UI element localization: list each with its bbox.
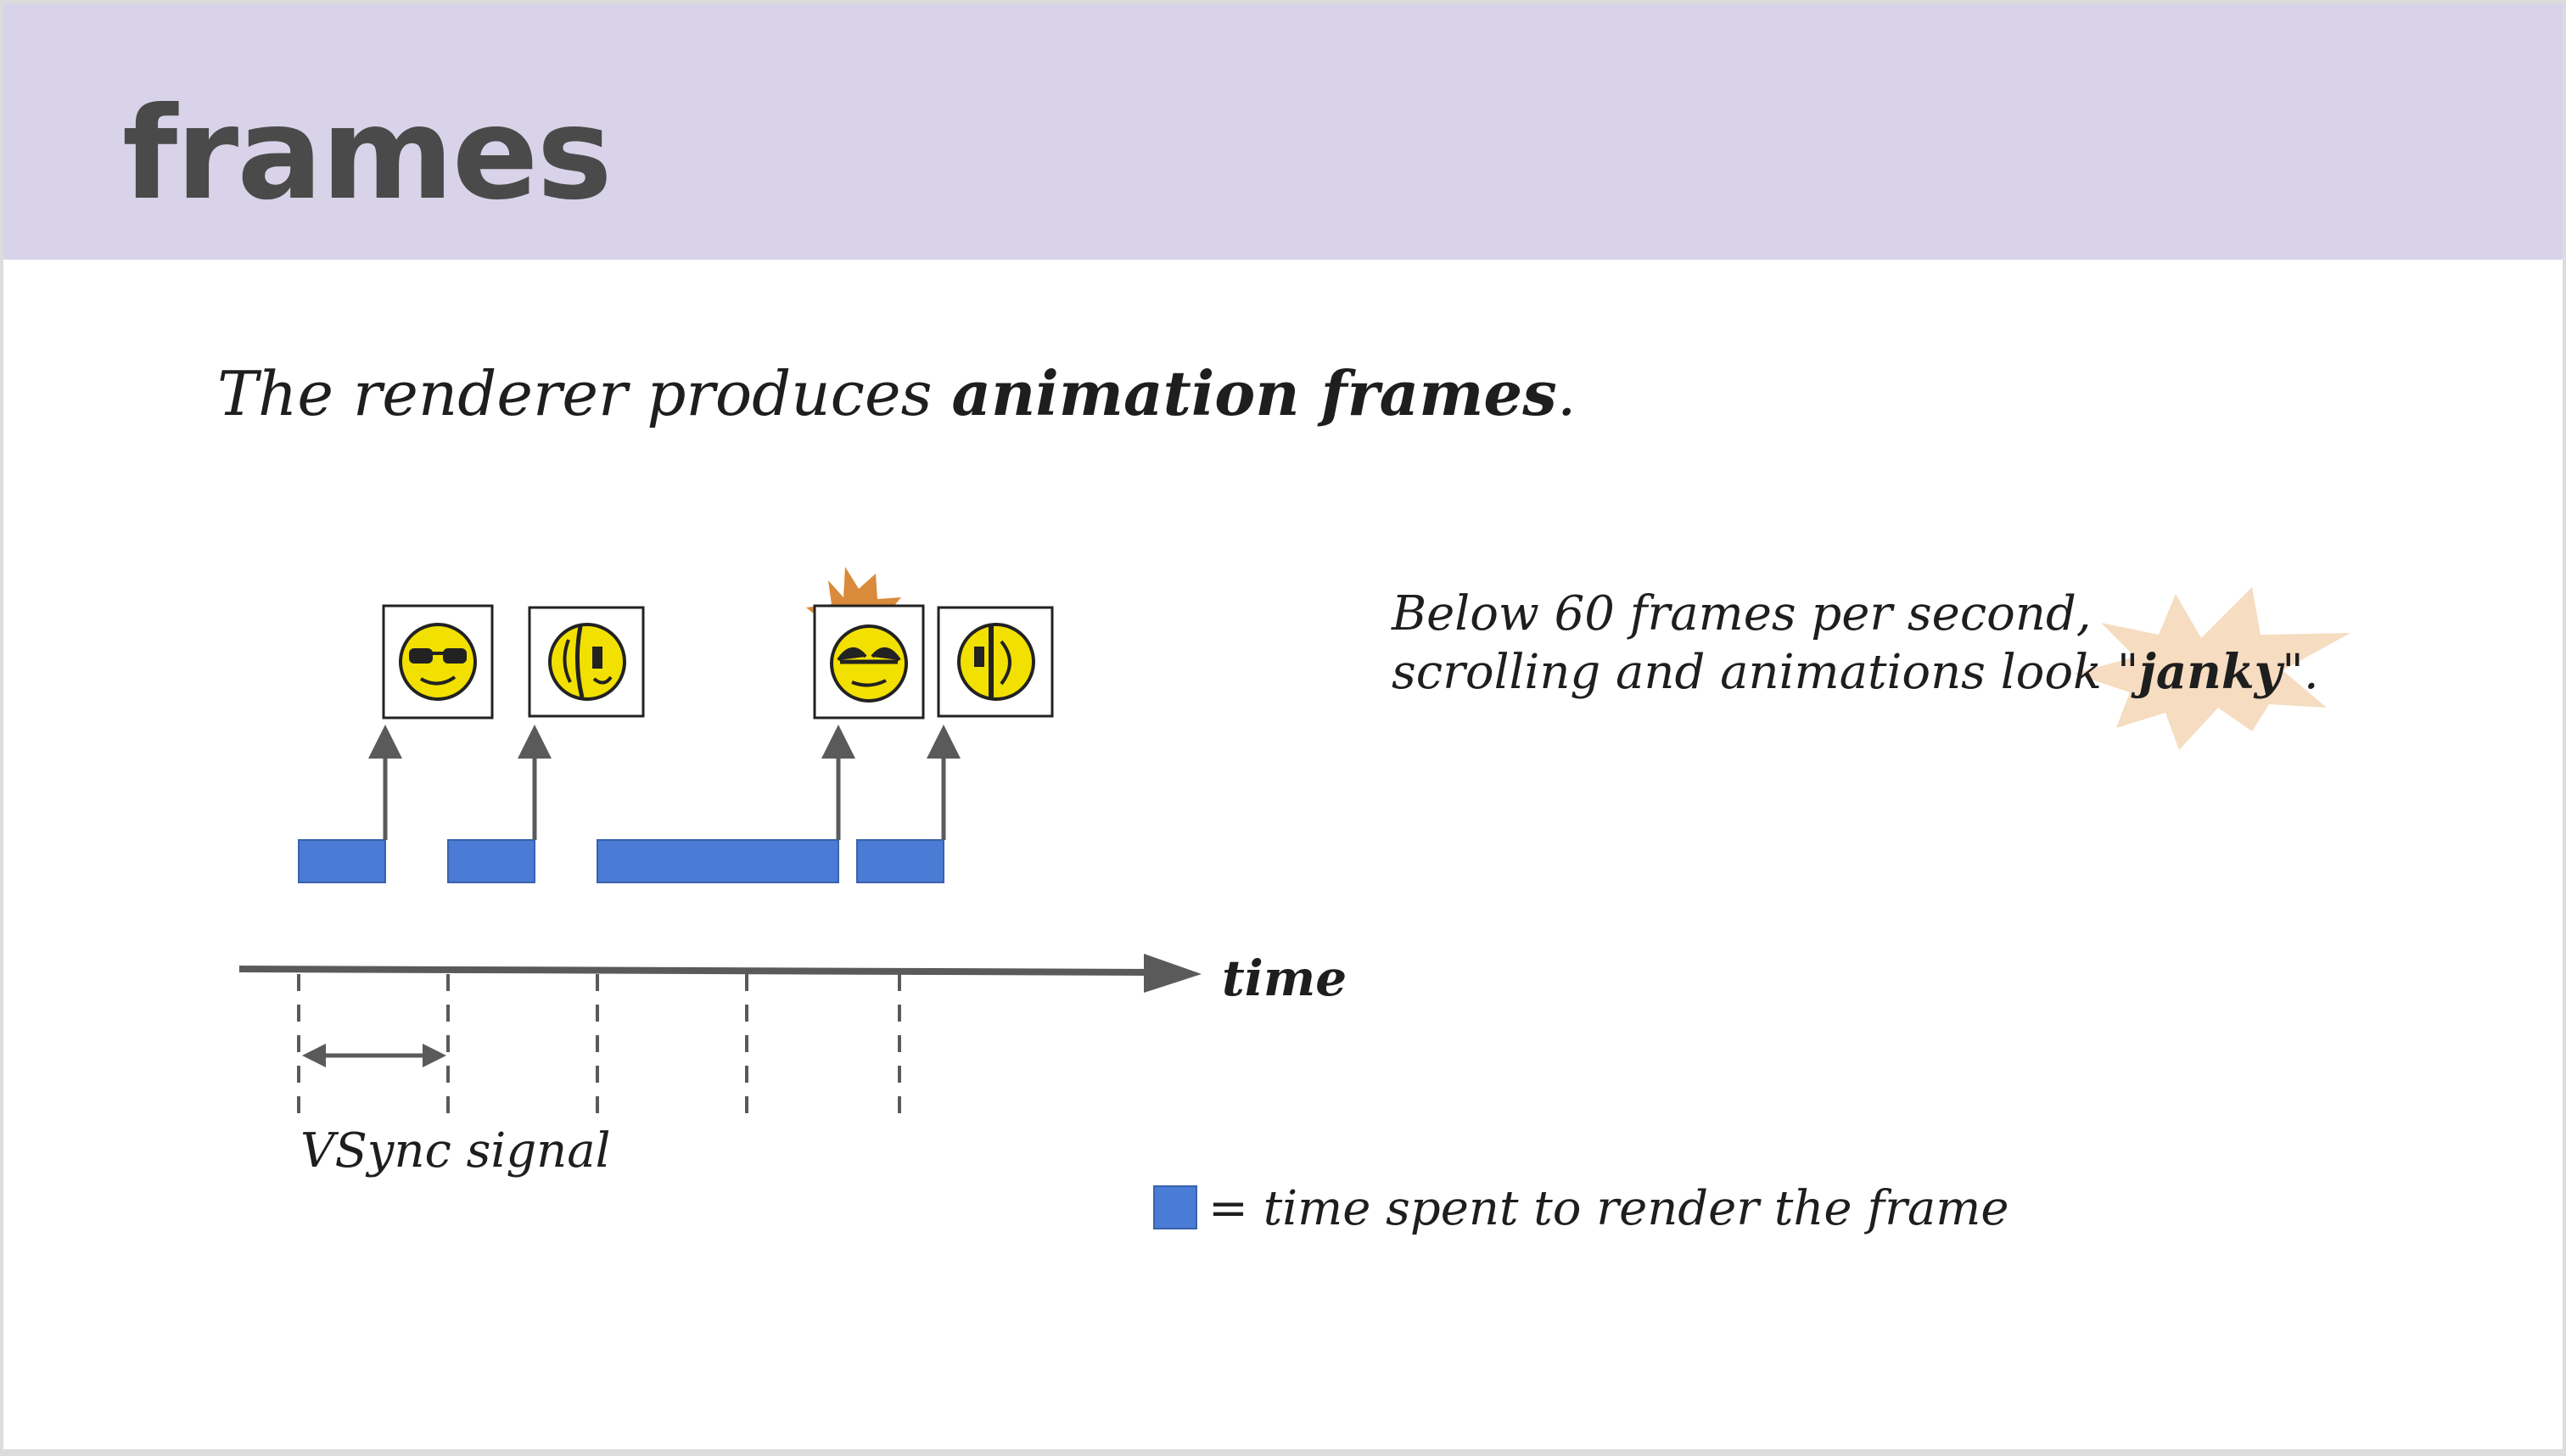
tilted-face-icon (830, 624, 908, 703)
note-line-1: Below 60 frames per second, (1392, 586, 2092, 641)
slide-title: frames (122, 81, 613, 228)
legend-swatch (1153, 1185, 1197, 1229)
slide-subtitle: The renderer produces animation frames. (217, 351, 1577, 436)
frame-box (528, 606, 645, 718)
turning-face-icon (548, 623, 626, 701)
subtitle-emphasis: animation frames (951, 357, 1557, 429)
render-block (447, 839, 535, 883)
title-bar: frames (3, 3, 2563, 260)
frame-box (382, 604, 494, 720)
render-block (298, 839, 386, 883)
note-text-end: ". (2282, 645, 2319, 700)
slide: frames The renderer produces animation f… (3, 3, 2563, 1449)
legend-label: = time spent to render the frame (1208, 1181, 2009, 1236)
frame-arrows (368, 725, 961, 840)
frames-diagram (238, 567, 2350, 1229)
render-block (856, 839, 944, 883)
time-axis-arrow-icon (1144, 954, 1202, 993)
frame-box (813, 604, 925, 720)
time-axis (238, 954, 1202, 993)
note-emphasis: janky (2138, 644, 2283, 700)
note-line-2: scrolling and animations look "janky". (1392, 643, 2319, 702)
note-text: scrolling and animations look " (1392, 645, 2139, 700)
vsync-interval-arrow-icon (302, 1044, 446, 1067)
half-face-icon (957, 623, 1035, 701)
render-block (597, 839, 839, 883)
vsync-lines (297, 974, 901, 1118)
subtitle-period: . (1556, 358, 1577, 429)
time-axis-label: time (1222, 949, 1347, 1007)
vsync-label: VSync signal (300, 1123, 611, 1179)
janky-burst-icon (2074, 587, 2350, 750)
sunglasses-face-icon (399, 623, 477, 701)
jank-note: Below 60 frames per second, scrolling an… (1392, 585, 2319, 702)
render-blocks (298, 839, 944, 883)
frame-box (937, 606, 1054, 718)
subtitle-text: The renderer produces (217, 358, 952, 429)
